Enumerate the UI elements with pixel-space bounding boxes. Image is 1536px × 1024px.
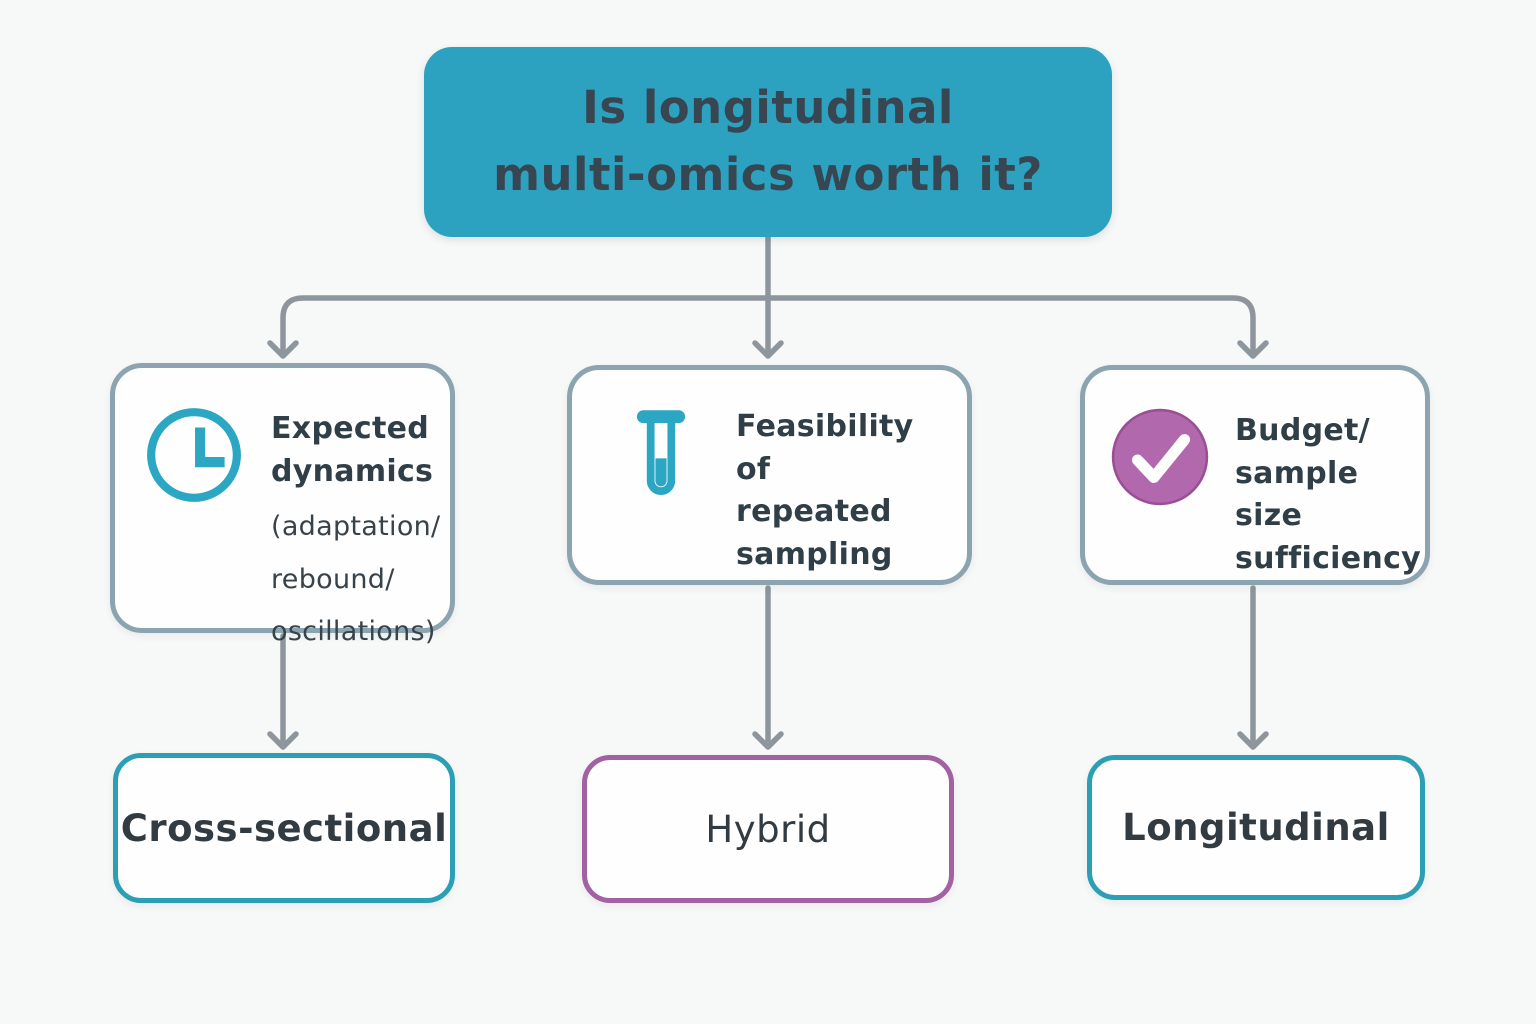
arrowhead-left xyxy=(267,340,299,359)
arrowhead-right-bottom xyxy=(1237,731,1269,750)
branch-rail xyxy=(280,295,1256,354)
criterion-text: Feasibility of repeated sampling xyxy=(736,402,949,576)
outcome-label: Longitudinal xyxy=(1122,806,1390,849)
outcome-label: Cross-sectional xyxy=(120,806,448,850)
arrowhead-left-bottom xyxy=(267,731,299,750)
criterion-text: Expected dynamics (adaptation/ rebound/ … xyxy=(271,404,440,659)
criterion-expected-dynamics: Expected dynamics (adaptation/ rebound/ … xyxy=(110,363,455,647)
criterion-budget: Budget/ sample size sufficiency xyxy=(1080,365,1430,585)
question-line-1: Is longitudinal xyxy=(582,81,954,135)
test-tube-icon xyxy=(618,402,704,524)
outcome-hybrid: Hybrid xyxy=(582,755,954,903)
criterion-heading: Expected dynamics xyxy=(271,411,434,489)
outcome-cross-sectional: Cross-sectional xyxy=(113,753,455,903)
question-line-2: multi-omics worth it? xyxy=(493,148,1043,201)
criterion-heading: Budget/ sample size sufficiency xyxy=(1235,413,1422,576)
outcome-longitudinal: Longitudinal xyxy=(1087,755,1425,900)
criterion-feasibility: Feasibility of repeated sampling xyxy=(567,365,972,585)
arrowhead-right xyxy=(1237,340,1269,359)
root-question-node: Is longitudinal multi-omics worth it? xyxy=(424,47,1112,237)
criterion-text: Budget/ sample size sufficiency xyxy=(1235,406,1421,580)
criterion-subtext: (adaptation/ rebound/ oscillations) xyxy=(271,511,441,648)
arrowhead-mid-bottom xyxy=(752,731,784,750)
arrowhead-mid xyxy=(752,340,784,359)
check-circle-icon xyxy=(1109,406,1211,512)
outcome-label: Hybrid xyxy=(705,807,831,851)
clock-icon xyxy=(143,404,245,510)
criterion-heading: Feasibility of repeated sampling xyxy=(736,409,914,572)
